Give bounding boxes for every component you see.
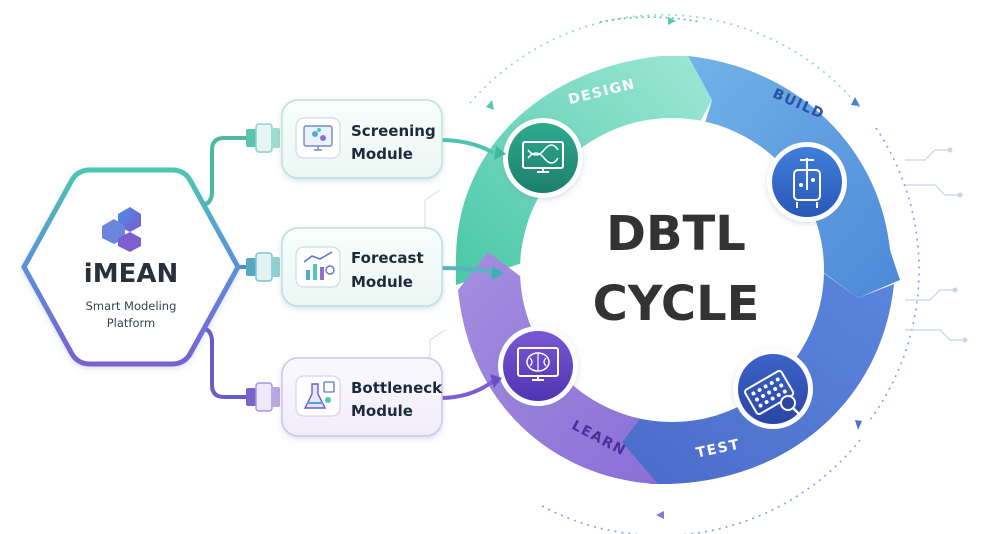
plug-screening	[246, 123, 280, 153]
orbit-arrow-top-left	[486, 100, 494, 110]
orbit-decoration	[424, 14, 968, 534]
cycle-title-line2: CYCLE	[593, 276, 760, 332]
bottleneck-module-card[interactable]: Bottleneck Module	[281, 357, 443, 437]
bottleneck-flask-icon	[295, 375, 341, 417]
dbtl-ring	[456, 56, 900, 484]
module-subtitle-screening: Module	[351, 145, 413, 163]
module-title-forecast: Forecast	[351, 249, 424, 267]
bioreactor-icon	[767, 142, 847, 222]
module-subtitle-bottleneck: Module	[351, 402, 413, 420]
platform-hexagon	[21, 167, 241, 367]
arrow-to-design	[494, 146, 506, 160]
arrow-to-learn	[490, 374, 502, 388]
module-title-screening: Screening	[351, 122, 436, 140]
forecast-chart-icon	[295, 246, 341, 288]
microplate-icon	[733, 349, 813, 429]
orbit-arrow-bottom-right	[855, 420, 862, 430]
platform-name: iMEAN	[84, 259, 178, 289]
forecast-module-card[interactable]: Forecast Module	[281, 227, 443, 307]
screening-module-card[interactable]: Screening Module	[281, 99, 443, 179]
cycle-title-line1: DBTL	[606, 206, 746, 262]
module-title-bottleneck: Bottleneck	[351, 379, 443, 397]
platform-subtitle-line2: Platform	[107, 316, 156, 330]
module-subtitle-forecast: Module	[351, 273, 413, 291]
plug-forecast	[246, 252, 280, 282]
orbit-arrow-top	[668, 17, 676, 25]
plug-bottleneck	[246, 382, 280, 412]
cycle-center	[520, 118, 824, 422]
platform-subtitle-line1: Smart Modeling	[86, 299, 177, 313]
orbit-arrow-bottom	[656, 511, 664, 519]
cube-logo-icon	[102, 207, 141, 252]
orbit-arrow-right	[851, 97, 860, 106]
dna-monitor-icon	[503, 118, 583, 198]
arrow-to-cycle	[492, 266, 504, 280]
monitor-molecule-icon	[295, 117, 341, 159]
brain-monitor-icon	[498, 326, 578, 406]
